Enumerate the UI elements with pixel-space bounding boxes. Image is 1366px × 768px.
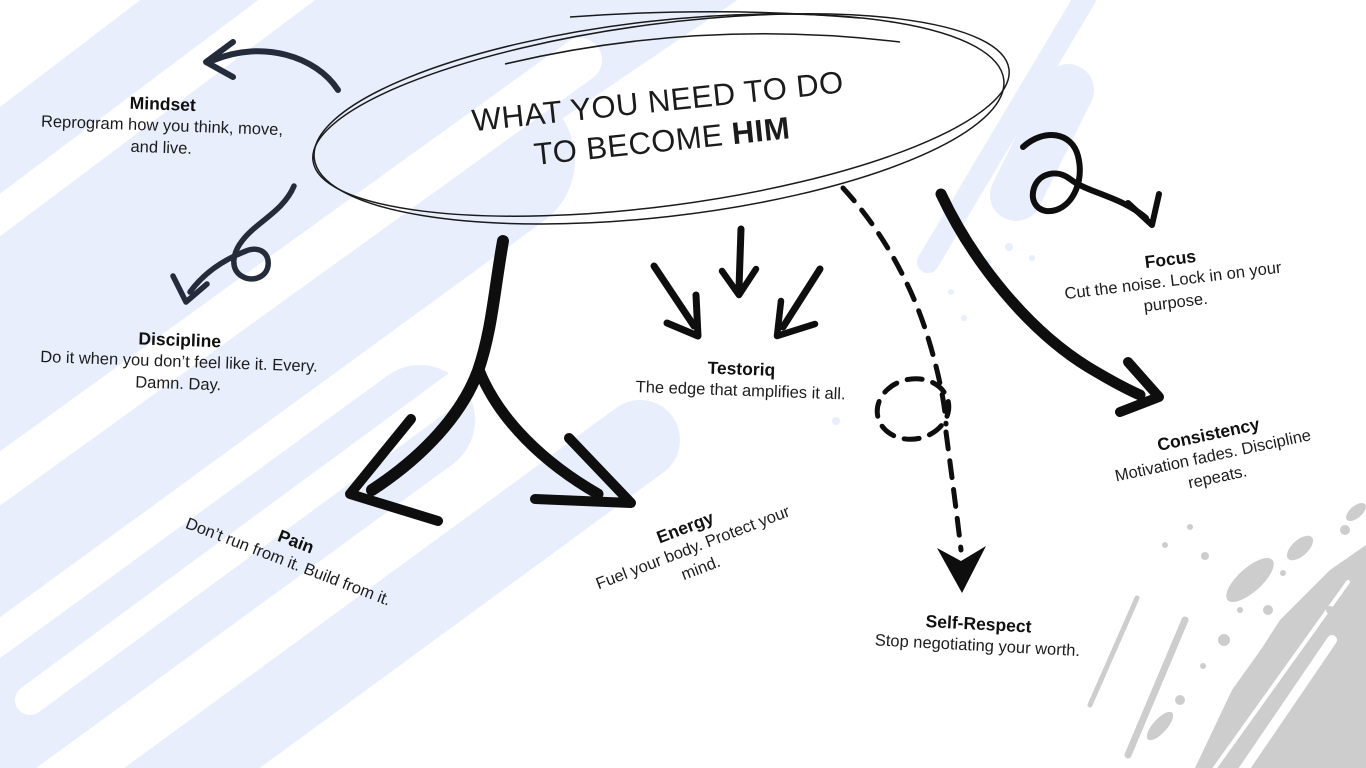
node-focus: Focus Cut the noise. Lock in on your pur…: [1052, 234, 1293, 328]
node-pain: Pain Don’t run from it. Build from it.: [174, 489, 409, 615]
node-mindset: Mindset Reprogram how you think, move, a…: [36, 89, 288, 164]
node-testoriq: Testoriq The edge that amplifies it all.: [598, 353, 884, 407]
arrow-branch-pain-energy: [345, 235, 636, 526]
node-self-respect: Self-Respect Stop negotiating your worth…: [827, 605, 1129, 665]
node-discipline-desc: Do it when you don’t feel like it. Every…: [39, 347, 319, 394]
node-consistency: Consistency Motivation fades. Discipline…: [1089, 399, 1338, 514]
node-energy: Energy Fuel your body. Protect your mind…: [571, 475, 814, 621]
central-topic-line2-emphasis: HIM: [730, 110, 792, 152]
node-discipline: Discipline Do it when you don’t feel lik…: [35, 324, 322, 400]
arrow-mindset: [203, 39, 341, 93]
arrow-focus: [1020, 132, 1162, 228]
arrow-discipline: [170, 183, 297, 305]
gray-paint-splatter: [1087, 503, 1366, 768]
arrows-testoriq: [650, 225, 824, 340]
node-mindset-desc: Reprogram how you think, move, and live.: [40, 112, 284, 158]
